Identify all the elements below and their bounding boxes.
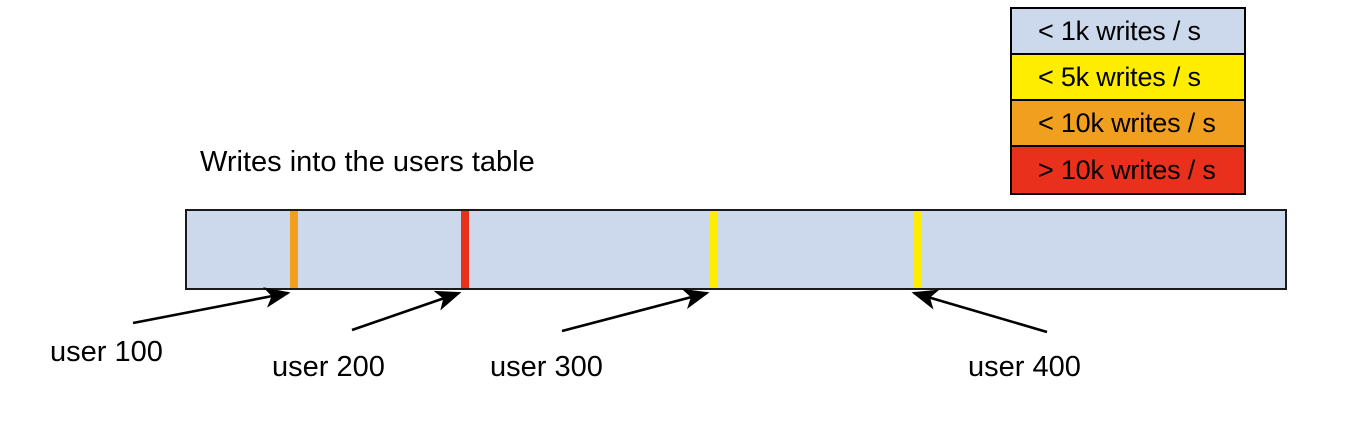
- callout-label-user-300: user 300: [490, 351, 603, 383]
- legend-label-3: > 10k writes / s: [1038, 154, 1216, 185]
- legend-row-1: < 5k writes / s: [1012, 55, 1244, 101]
- legend-label-2: < 10k writes / s: [1038, 107, 1216, 138]
- legend-row-2: < 10k writes / s: [1012, 101, 1244, 147]
- legend-row-0: < 1k writes / s: [1012, 9, 1244, 55]
- callout-label-user-200: user 200: [272, 351, 385, 383]
- callout-label-user-100: user 100: [50, 336, 163, 368]
- legend-label-0: < 1k writes / s: [1038, 15, 1201, 46]
- callout-label-user-400: user 400: [968, 351, 1081, 383]
- legend-label-1: < 5k writes / s: [1038, 61, 1201, 92]
- marker-user-400: [914, 211, 922, 288]
- write-rate-legend: < 1k writes / s < 5k writes / s < 10k wr…: [1010, 7, 1246, 195]
- chart-title: Writes into the users table: [200, 146, 535, 178]
- users-table-band: [185, 209, 1287, 290]
- marker-user-200: [461, 211, 469, 288]
- legend-row-3: > 10k writes / s: [1012, 147, 1244, 193]
- marker-user-100: [290, 211, 298, 288]
- marker-user-300: [709, 211, 717, 288]
